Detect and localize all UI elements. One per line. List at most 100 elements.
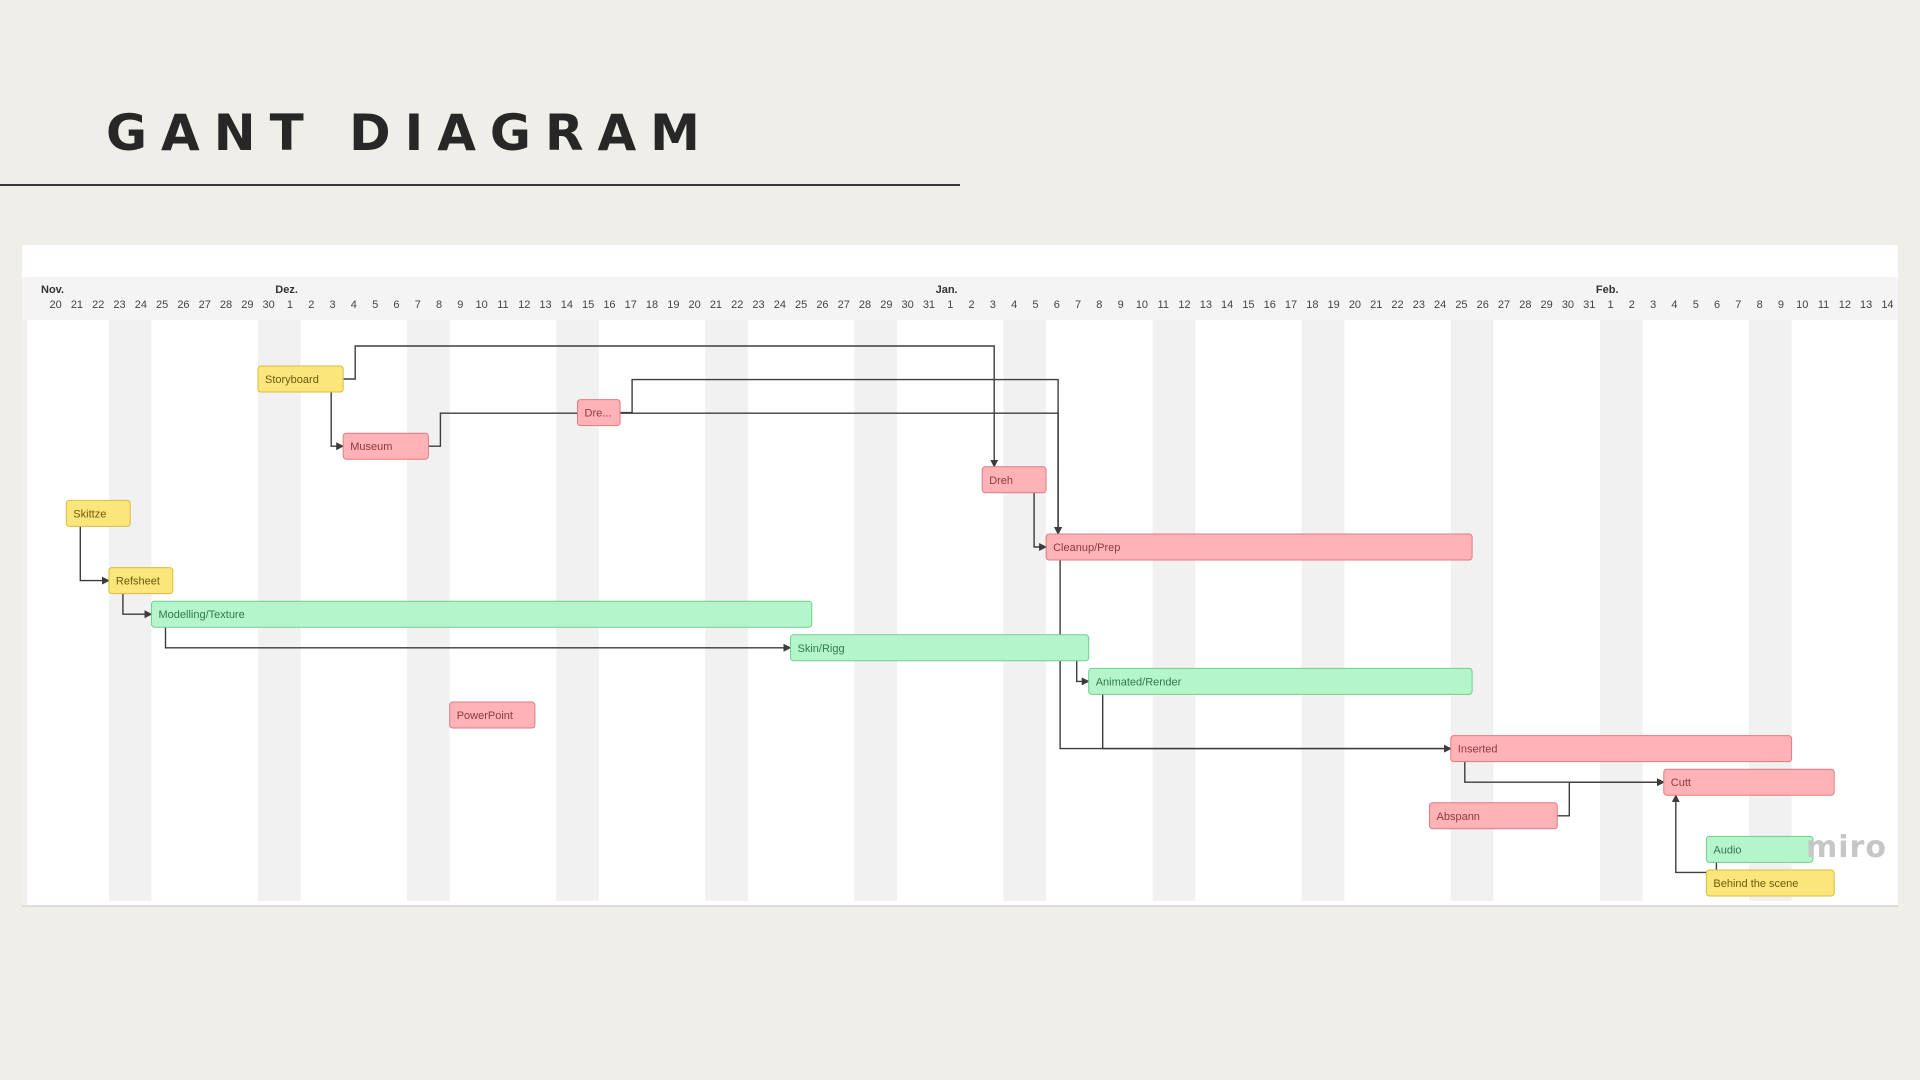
weekend-column [1749,320,1792,901]
task-powerpoint[interactable]: PowerPoint [449,701,536,729]
task-label: Dreh [989,475,1013,487]
task-bar[interactable] [1088,667,1473,695]
task-label: Behind the scene [1713,878,1798,890]
day-label: 20 [50,299,62,311]
day-label: 10 [1796,299,1808,311]
task-label: Refsheet [116,576,160,588]
task-cleanup[interactable]: Cleanup/Prep [1045,533,1473,561]
day-label: 7 [1075,299,1081,311]
dependency-arrow[interactable] [1059,560,1452,753]
task-skin[interactable]: Skin/Rigg [790,634,1090,662]
day-label: 22 [731,299,743,311]
day-label: 25 [1455,299,1467,311]
task-bar[interactable] [108,567,174,595]
dependency-arrow[interactable] [1076,660,1090,686]
task-museum[interactable]: Museum [342,432,429,460]
day-label: 6 [1714,299,1720,311]
day-label: 2 [968,299,974,311]
task-bar[interactable] [65,499,131,527]
day-label: 12 [518,299,530,311]
dependency-arrow[interactable] [1033,492,1048,551]
task-audio[interactable]: Audio [1705,835,1814,863]
day-label: 20 [689,299,701,311]
day-label: 17 [625,299,637,311]
task-bar[interactable] [790,634,1090,662]
day-label: 26 [816,299,828,311]
day-label: 24 [1434,299,1446,311]
day-label: 14 [1881,299,1893,311]
weekend-column [1003,320,1047,901]
day-label: 16 [1264,299,1276,311]
weekend-column [1152,320,1196,901]
day-label: 17 [1285,299,1297,311]
task-cutt[interactable]: Cutt [1663,768,1835,796]
task-bar[interactable] [1705,835,1814,863]
dependency-arrow[interactable] [343,345,999,468]
day-label: 5 [1032,299,1038,311]
weekend-column [1599,320,1643,901]
day-label: 8 [1757,299,1763,311]
task-dre[interactable]: Dre... [577,399,621,427]
task-behind[interactable]: Behind the scene [1705,869,1835,897]
dependency-arrow[interactable] [620,378,1063,535]
day-label: 7 [1735,299,1741,311]
dependency-arrow[interactable] [1557,778,1665,817]
dependency-arrow[interactable] [1671,794,1718,874]
day-label: 1 [287,299,293,311]
dependency-arrow[interactable] [79,526,110,585]
day-label: 21 [71,299,83,311]
task-label: Audio [1713,844,1741,856]
task-bar[interactable] [449,701,536,729]
day-label: 6 [1054,299,1060,311]
task-abspann[interactable]: Abspann [1429,802,1558,830]
day-label: 29 [1541,299,1553,311]
month-label: Jan. [936,284,958,296]
day-label: 19 [667,299,679,311]
task-bar[interactable] [1705,869,1835,897]
task-skittze[interactable]: Skittze [65,499,131,527]
day-label: 24 [774,299,786,311]
day-label: 21 [710,299,722,311]
task-animated[interactable]: Animated/Render [1088,667,1473,695]
task-dreh[interactable]: Dreh [981,466,1047,494]
dependency-arrow[interactable] [164,627,792,652]
task-bar[interactable] [151,600,813,628]
task-label: PowerPoint [457,710,513,722]
day-label: 5 [372,299,378,311]
day-label: 31 [1583,299,1595,311]
dependency-arrow[interactable] [122,593,153,619]
dependency-arrow[interactable] [330,392,345,451]
task-bar[interactable] [342,432,429,460]
task-bar[interactable] [1429,802,1558,830]
day-label: 13 [1200,299,1212,311]
day-label: 29 [241,299,253,311]
task-label: Dre... [585,408,612,420]
task-bar[interactable] [577,399,621,427]
task-bar[interactable] [257,365,344,393]
task-label: Museum [350,441,392,453]
day-label: 21 [1370,299,1382,311]
day-label: 25 [156,299,168,311]
task-refsheet[interactable]: Refsheet [108,567,174,595]
weekend-column [854,320,897,901]
day-label: 14 [561,299,573,311]
task-label: Storyboard [265,374,319,386]
task-bar[interactable] [1450,735,1793,763]
task-inserted[interactable]: Inserted [1450,735,1793,763]
board-edge [22,320,27,905]
day-label: 3 [990,299,996,311]
month-label: Dez. [275,284,298,296]
task-storyboard[interactable]: Storyboard [257,365,344,393]
task-bar[interactable] [981,466,1047,494]
day-label: 6 [393,299,399,311]
day-label: 30 [902,299,914,311]
task-bar[interactable] [1045,533,1473,561]
dependency-arrow[interactable] [428,412,1063,535]
task-bar[interactable] [1663,768,1835,796]
day-label: 12 [1839,299,1851,311]
month-label: Nov. [41,284,64,296]
task-modelling[interactable]: Modelling/Texture [151,600,813,628]
day-label: 4 [1011,299,1017,311]
